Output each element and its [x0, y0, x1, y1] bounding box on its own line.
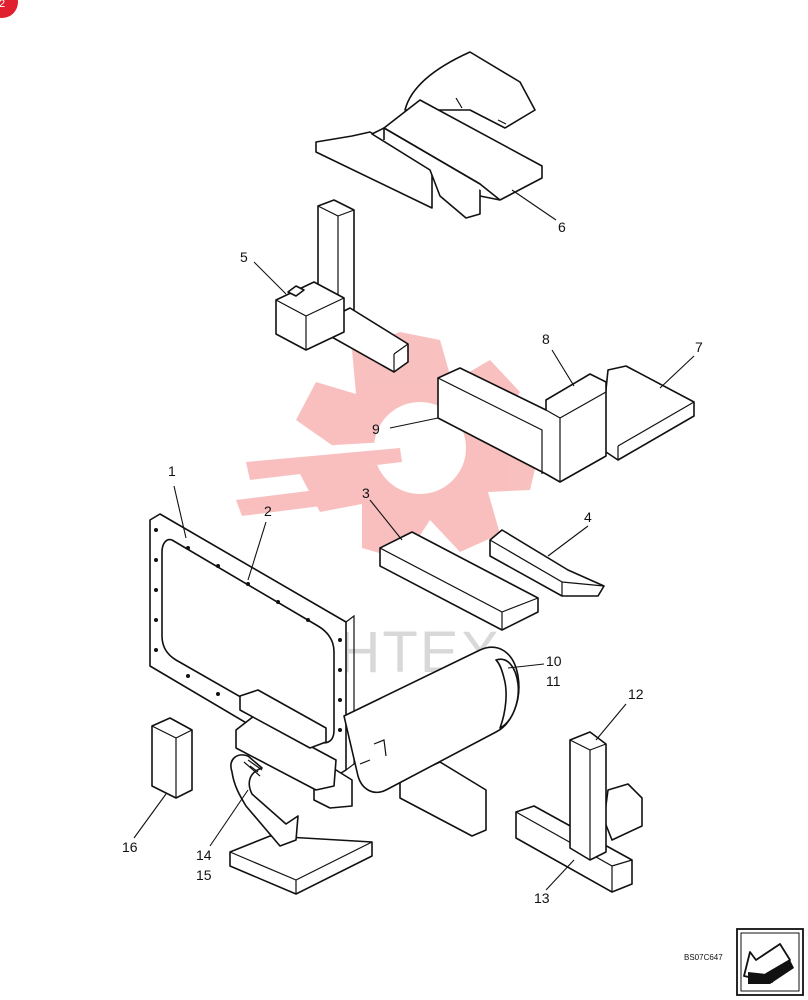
nav-arrow-button[interactable] — [736, 928, 804, 996]
page-badge: 2 — [0, 0, 18, 18]
callout-6: 6 — [558, 219, 566, 235]
callout-11: 11 — [546, 673, 561, 689]
part-12-13-t-support — [515, 731, 643, 893]
callout-3: 3 — [362, 485, 370, 501]
arrow-left-down-icon — [743, 943, 794, 984]
part-3-pad — [379, 531, 539, 631]
callout-7: 7 — [695, 339, 703, 355]
leader-lines — [133, 189, 695, 891]
callout-12: 12 — [628, 686, 644, 702]
callout-5: 5 — [240, 249, 248, 265]
page-badge-label: 2 — [0, 0, 5, 10]
part-7-8-9-panels — [437, 365, 695, 483]
callout-13: 13 — [534, 890, 550, 906]
part-6-top-insulator — [315, 51, 543, 219]
callout-14: 14 — [196, 847, 212, 863]
part-16-block — [151, 717, 193, 799]
callout-15: 15 — [196, 867, 212, 883]
callout-8: 8 — [542, 331, 550, 347]
callout-10: 10 — [546, 653, 562, 669]
callout-1: 1 — [168, 463, 176, 479]
circle-badge-icon — [0, 0, 18, 18]
callout-16: 16 — [122, 839, 138, 855]
callouts: 1 2 3 4 5 6 7 8 9 10 11 12 13 14 15 16 — [122, 219, 703, 906]
part-10-11-cylinder — [239, 646, 520, 794]
callout-4: 4 — [584, 509, 592, 525]
callout-2: 2 — [264, 503, 272, 519]
part-5-block-assembly — [275, 199, 409, 373]
part-base-blocks — [229, 715, 487, 895]
part-4-wedge — [489, 529, 605, 597]
part-1-2-frame — [149, 513, 355, 777]
callout-9: 9 — [372, 421, 380, 437]
part-14-15-elbow — [230, 754, 299, 847]
reference-code: BS07C647 — [684, 953, 723, 962]
